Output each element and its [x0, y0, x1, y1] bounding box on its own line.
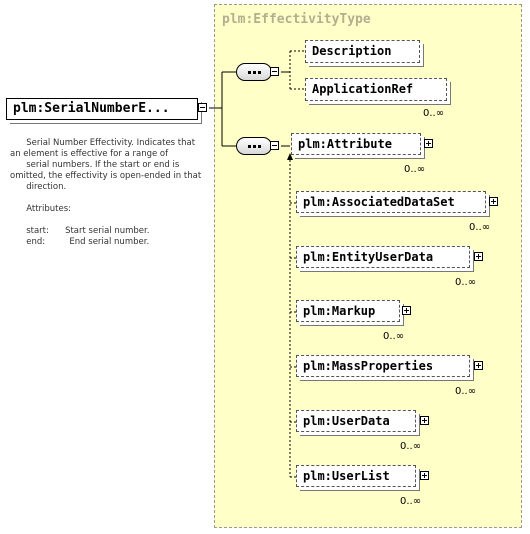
description-label: Description: [312, 44, 392, 58]
root-element-box[interactable]: plm:SerialNumberE...: [6, 98, 198, 120]
markup-label: plm:Markup: [303, 304, 376, 318]
mass-properties-label: plm:MassProperties: [303, 359, 434, 373]
application-ref-label: ApplicationRef: [312, 82, 414, 96]
collapse-root-icon[interactable]: [198, 103, 207, 112]
sequence-compositor-icon[interactable]: [236, 63, 272, 81]
occurrence-label: 0..∞: [469, 222, 491, 233]
entity-user-data-element[interactable]: plm:EntityUserData: [296, 246, 470, 268]
doc-line: omitted, the effectivity is open-ended i…: [10, 171, 202, 181]
user-list-element[interactable]: plm:UserList: [296, 465, 416, 487]
application-ref-element[interactable]: ApplicationRef: [305, 78, 447, 101]
documentation-text: Serial Number Effectivity. Indicates tha…: [10, 138, 202, 248]
collapse-sequence-icon[interactable]: [270, 141, 279, 150]
sequence-compositor-icon[interactable]: [236, 137, 272, 155]
occurrence-label: 0..∞: [400, 441, 422, 452]
expand-icon[interactable]: [489, 197, 498, 206]
associated-data-set-element[interactable]: plm:AssociatedDataSet: [296, 191, 486, 213]
occurrence-label: 0..∞: [455, 277, 477, 288]
doc-line: direction.: [10, 182, 67, 192]
doc-line: [10, 215, 200, 226]
doc-line: [10, 193, 200, 204]
occurrence-label: 0..∞: [455, 386, 477, 397]
occurrence-label: 0..∞: [404, 164, 426, 175]
type-name-label: plm:EffectivityType: [222, 12, 371, 27]
expand-icon[interactable]: [474, 252, 483, 261]
doc-line: Attributes:: [10, 204, 72, 214]
markup-element[interactable]: plm:Markup: [296, 300, 400, 322]
occurrence-label: 0..∞: [383, 331, 405, 342]
mass-properties-element[interactable]: plm:MassProperties: [296, 355, 470, 377]
user-data-element[interactable]: plm:UserData: [296, 410, 416, 432]
collapse-sequence-icon[interactable]: [270, 67, 279, 76]
expand-icon[interactable]: [474, 361, 483, 370]
user-data-label: plm:UserData: [303, 414, 390, 428]
doc-line: start: Start serial number.: [10, 226, 150, 236]
associated-data-set-label: plm:AssociatedDataSet: [303, 195, 455, 209]
expand-icon[interactable]: [420, 471, 429, 480]
expand-icon[interactable]: [402, 306, 411, 315]
entity-user-data-label: plm:EntityUserData: [303, 250, 434, 264]
occurrence-label: 0..∞: [400, 496, 422, 507]
expand-icon[interactable]: [420, 416, 429, 425]
attribute-label: plm:Attribute: [298, 137, 392, 151]
doc-line: an element is effective for a range of: [10, 149, 169, 159]
user-list-label: plm:UserList: [303, 469, 390, 483]
attribute-element[interactable]: plm:Attribute: [291, 133, 421, 155]
doc-line: serial numbers. If the start or end is: [10, 160, 180, 170]
expand-icon[interactable]: [424, 139, 433, 148]
root-element-label: plm:SerialNumberE...: [13, 101, 170, 116]
description-element[interactable]: Description: [305, 40, 420, 63]
doc-line: end: End serial number.: [10, 237, 150, 247]
doc-line: Serial Number Effectivity. Indicates tha…: [10, 138, 196, 148]
occurrence-label: 0..∞: [423, 108, 445, 119]
